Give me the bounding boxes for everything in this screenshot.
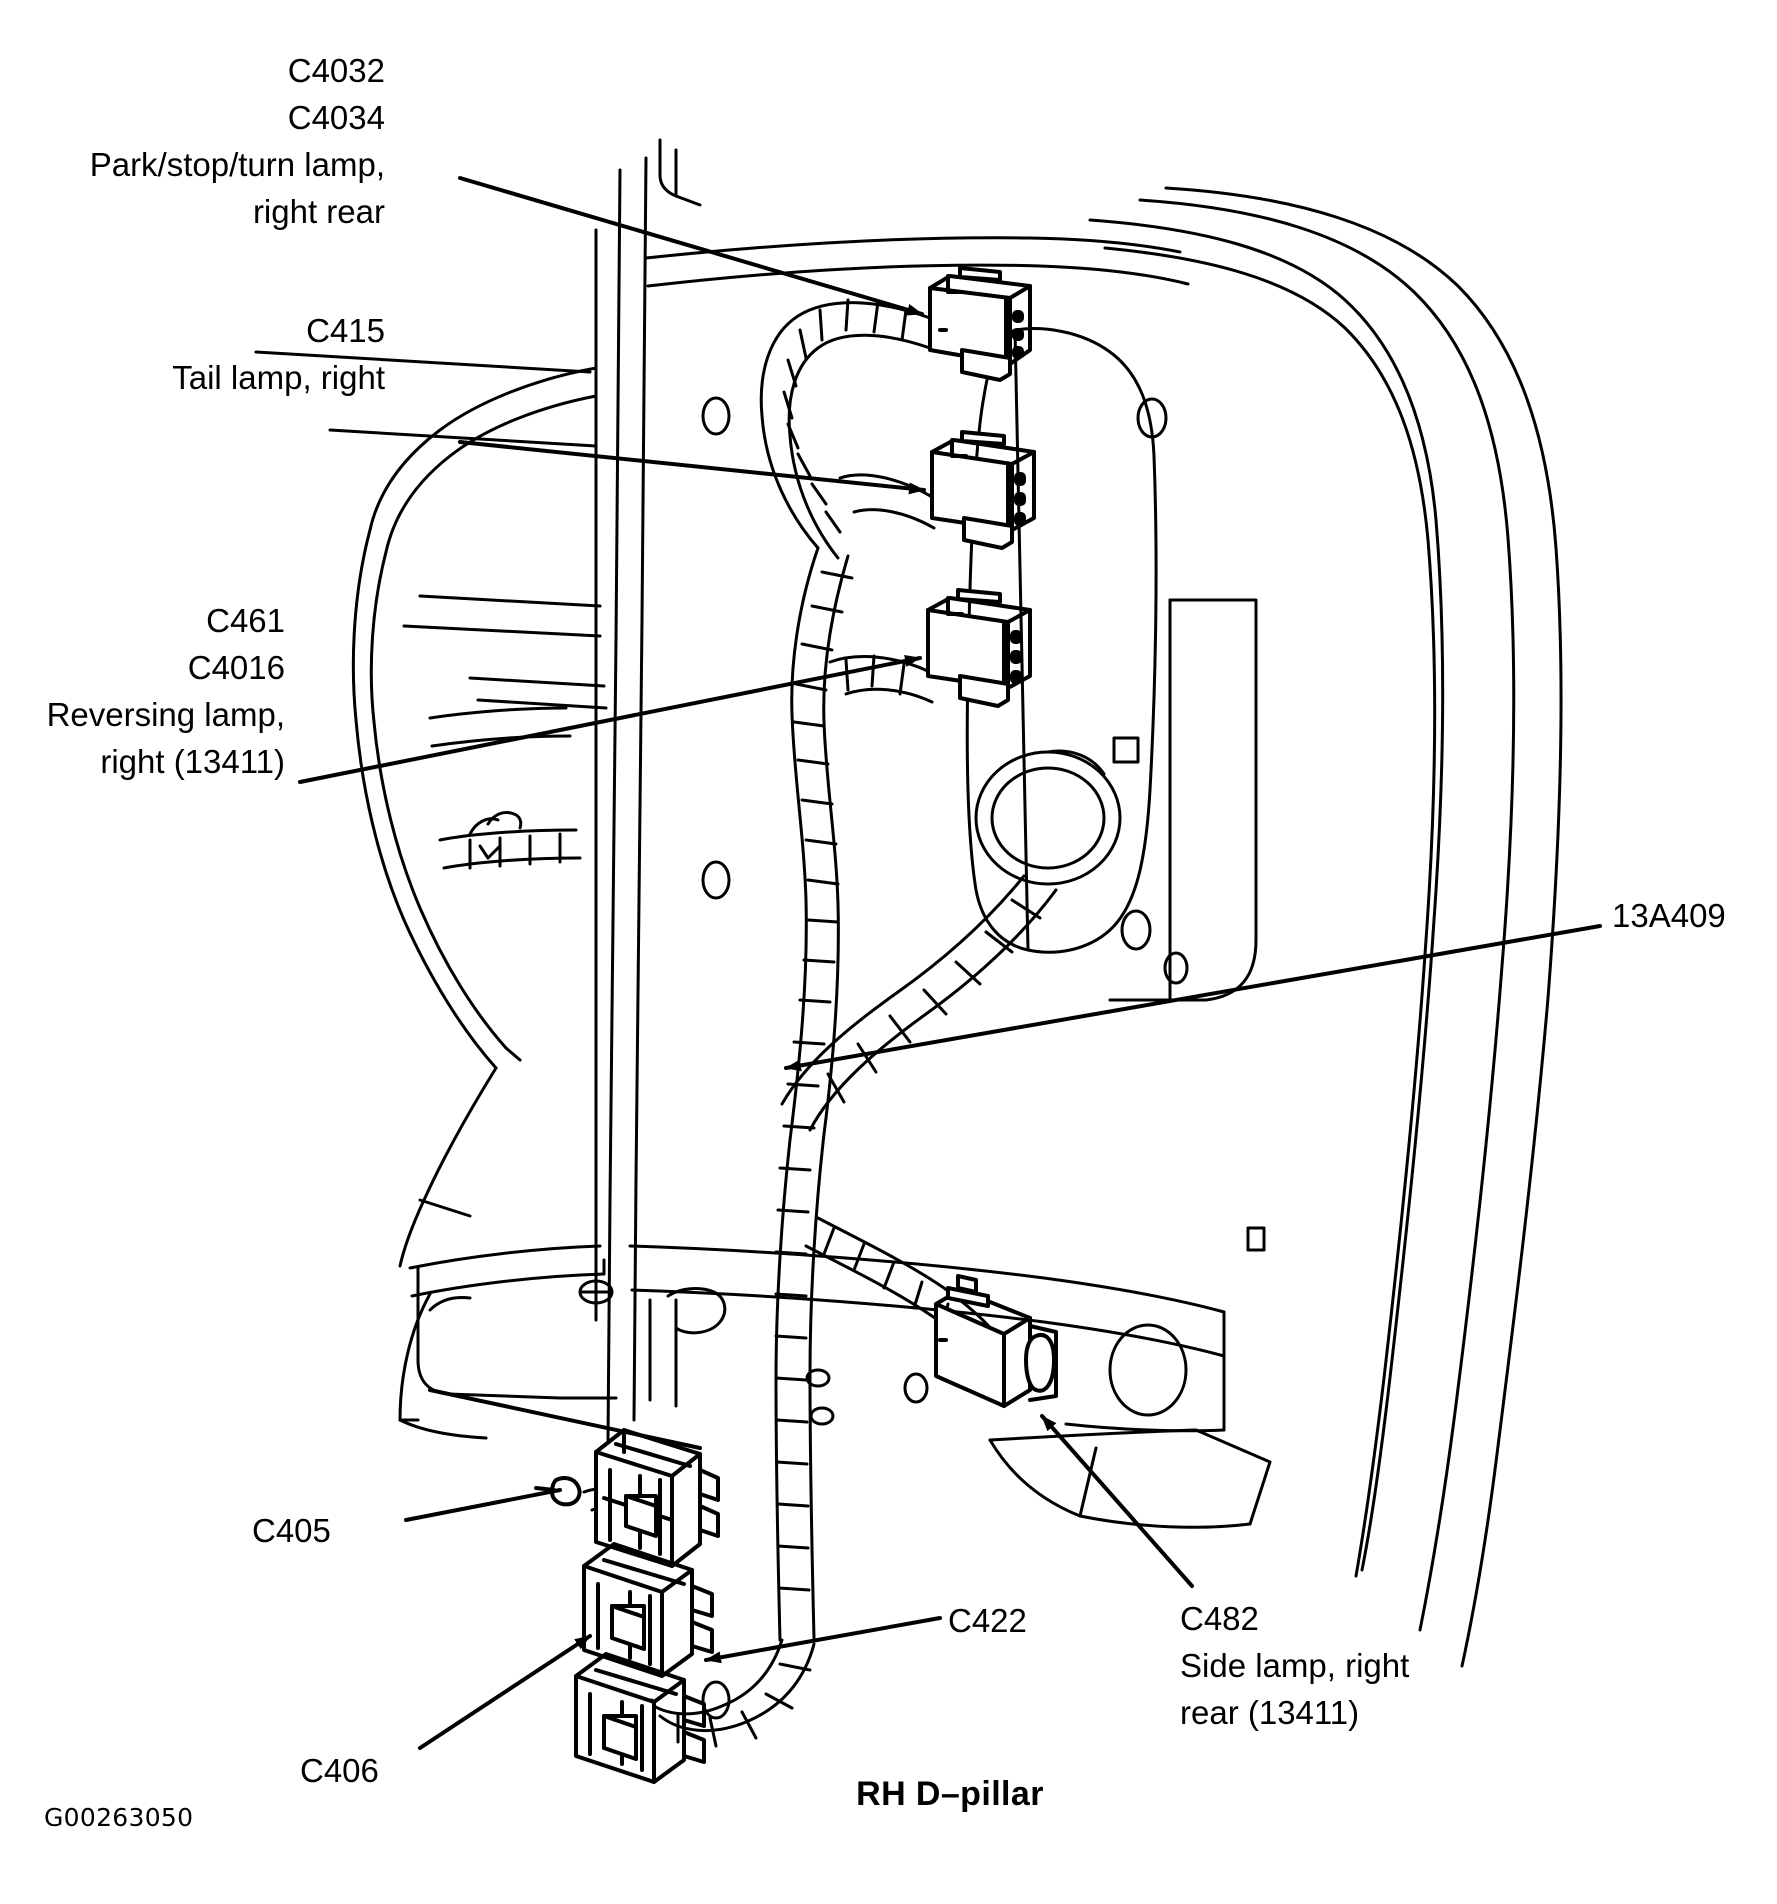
callout-code-c406: C406 xyxy=(300,1752,379,1789)
callout-desc-tail-lamp: Tail lamp, right xyxy=(172,358,385,396)
callout-side-lamp: C482 Side lamp, right rear (13411) xyxy=(1180,1596,1480,1737)
body-panel-outline xyxy=(658,138,1563,1668)
connector-c415 xyxy=(930,430,1036,550)
callout-code-c4032: C4032 xyxy=(287,52,385,89)
callout-desc-reversing-lamp-2: right (13411) xyxy=(100,742,285,780)
callout-c405: C405 xyxy=(252,1508,402,1555)
callout-code-c405: C405 xyxy=(252,1512,331,1549)
leader-c482 xyxy=(1040,1414,1194,1588)
connector-c461-c4016 xyxy=(926,588,1032,708)
connector-c482 xyxy=(934,1274,1058,1408)
connector-c406 xyxy=(574,1652,706,1784)
callout-c422: C422 xyxy=(948,1598,1098,1645)
callout-code-c415: C415 xyxy=(306,312,385,349)
callout-code-13a409: 13A409 xyxy=(1612,897,1726,934)
connector-c405 xyxy=(534,1428,720,1568)
callout-reversing-lamp: C461 C4016 Reversing lamp, right (13411) xyxy=(10,598,285,785)
connector-c422 xyxy=(582,1542,714,1678)
figure-title: RH D–pillar xyxy=(700,1770,1200,1818)
callout-code-c422: C422 xyxy=(948,1602,1027,1639)
callout-c406: C406 xyxy=(300,1748,450,1795)
leader-c405 xyxy=(404,1488,562,1522)
figure-title-text: RH D–pillar xyxy=(856,1775,1044,1813)
leader-c461 xyxy=(298,655,922,784)
callout-code-c4016: C4016 xyxy=(187,648,285,686)
figure-id-text: G00263050 xyxy=(44,1803,194,1832)
leader-13a409 xyxy=(784,924,1602,1072)
callout-code-c4034: C4034 xyxy=(287,98,385,136)
leader-panel-detail xyxy=(428,1388,702,1450)
callout-desc-side-lamp-1: Side lamp, right xyxy=(1180,1646,1410,1684)
harness-grommet xyxy=(974,749,1122,886)
callout-park-stop-turn-lamp: C4032 C4034 Park/stop/turn lamp, right r… xyxy=(30,48,385,235)
leader-c4032 xyxy=(458,176,924,316)
figure-id: G00263050 xyxy=(44,1800,344,1836)
callout-desc-park-stop-turn-1: Park/stop/turn lamp, xyxy=(89,145,385,183)
leader-c422 xyxy=(704,1616,942,1664)
leader-c406 xyxy=(418,1634,592,1750)
callout-desc-reversing-lamp-1: Reversing lamp, xyxy=(46,695,285,733)
callout-tail-lamp: C415 Tail lamp, right xyxy=(30,308,385,402)
leader-c415 xyxy=(458,440,926,495)
panel-holes xyxy=(578,396,1266,1720)
callout-code-c482: C482 xyxy=(1180,1600,1259,1637)
interior-trim-outline xyxy=(254,350,608,1268)
callout-desc-side-lamp-2: rear (13411) xyxy=(1180,1693,1360,1731)
connector-c4032-c4034 xyxy=(928,266,1032,382)
callout-harness-13a409: 13A409 xyxy=(1612,893,1777,940)
callout-code-c461: C461 xyxy=(206,602,285,639)
d-pillar-panel xyxy=(398,156,1272,1529)
callout-desc-park-stop-turn-2: right rear xyxy=(252,192,385,230)
leader-lines xyxy=(298,176,1602,1750)
